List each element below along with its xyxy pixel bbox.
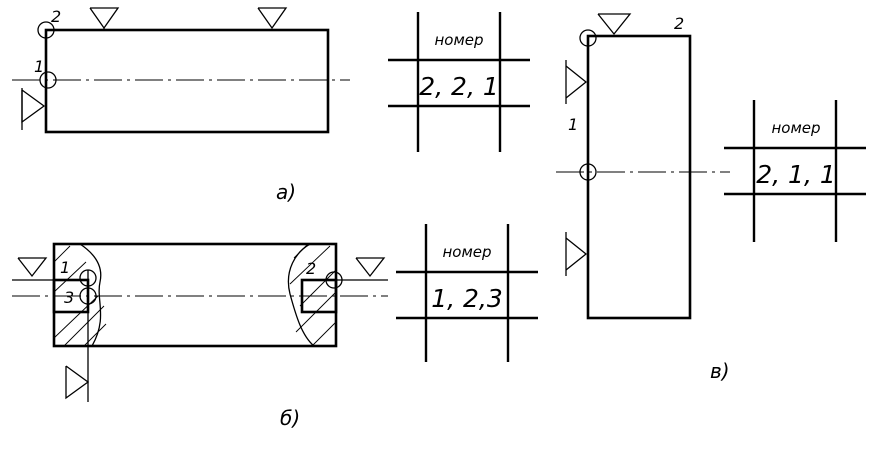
point-label-1: 1 <box>34 57 44 76</box>
datum-point-3 <box>79 287 97 305</box>
part-a-body <box>44 28 330 134</box>
datum-point-1 <box>579 163 597 181</box>
point-label-3: 3 <box>64 288 74 307</box>
datum-point-2 <box>37 21 55 39</box>
number-table-a: номер 2, 2, 1 <box>388 12 530 152</box>
figure-b-caption: б) <box>280 406 300 430</box>
datum-point-1 <box>79 269 97 287</box>
point-label-2: 2 <box>674 14 684 33</box>
table-b-value: 1, 2,3 <box>431 284 503 313</box>
support-mark-top-right <box>257 7 288 30</box>
support-mark-top <box>597 13 632 36</box>
support-mark-left-upper <box>565 60 588 104</box>
figure-b: 1 2 3 б) номер 1, 2,3 <box>12 224 538 430</box>
datum-point-2 <box>325 271 343 289</box>
table-v-header: номер <box>771 119 820 137</box>
figure-v-caption: в) <box>710 359 730 383</box>
support-mark-top-left <box>89 7 120 30</box>
table-a-header: номер <box>434 31 483 49</box>
datum-point-1 <box>39 71 57 89</box>
table-a-value: 2, 2, 1 <box>419 72 499 101</box>
point-label-1: 1 <box>60 258 70 277</box>
point-label-2: 2 <box>306 259 316 278</box>
point-label-2: 2 <box>51 7 61 26</box>
number-table-b: номер 1, 2,3 <box>396 224 538 362</box>
part-v-body <box>586 34 692 320</box>
datum-point-2 <box>579 29 597 47</box>
figure-a: 2 1 а) номер 2, 2, 1 <box>12 7 530 204</box>
number-table-v: номер 2, 1, 1 <box>724 100 866 242</box>
point-label-1: 1 <box>568 115 578 134</box>
figure-a-caption: а) <box>276 180 296 204</box>
support-mark-left <box>21 88 46 130</box>
support-mark-bottom <box>65 270 90 402</box>
support-mark-left-top <box>12 257 54 281</box>
table-b-header: номер <box>442 243 491 261</box>
section-hatch-right <box>287 243 337 347</box>
support-mark-right-top <box>336 257 388 281</box>
support-mark-left-lower <box>565 232 588 276</box>
table-v-value: 2, 1, 1 <box>756 160 836 189</box>
figure-v: 2 1 в) номер 2, 1, 1 <box>556 13 866 383</box>
